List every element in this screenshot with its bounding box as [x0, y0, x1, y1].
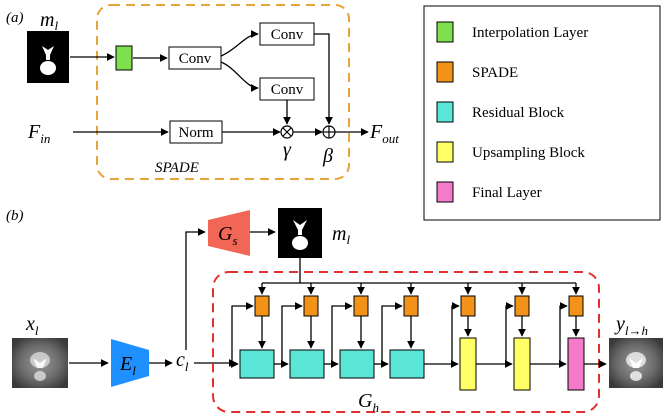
- legend-label-3: Residual Block: [472, 105, 565, 121]
- legend-swatch-4: [436, 141, 454, 163]
- mask-label-b: ml: [332, 223, 350, 247]
- conv-label-1: Conv: [179, 51, 212, 67]
- feature-tap-1: [231, 302, 254, 364]
- input-ct-image: [12, 338, 68, 388]
- gamma-label: γ: [283, 139, 292, 161]
- conv-block-1: [168, 46, 222, 70]
- feature-tap-6: [505, 302, 514, 364]
- spade-dashed-box: [96, 4, 350, 180]
- legend-box: [423, 5, 661, 221]
- generator-dashed-box: [212, 271, 600, 413]
- beta-label: β: [322, 145, 333, 167]
- mask-image-b: [278, 208, 322, 258]
- legend-label-2: SPADE: [472, 65, 518, 81]
- feature-tap-4: [381, 302, 403, 364]
- norm-label: Norm: [179, 125, 214, 141]
- panel-a-tag: (a): [6, 10, 24, 26]
- feature-tap-5: [451, 302, 460, 364]
- output-label-a: Fout: [369, 121, 399, 146]
- encoder-label: El: [119, 353, 136, 378]
- mask-label-a: ml: [40, 9, 58, 33]
- legend-label-1: Interpolation Layer: [472, 25, 588, 41]
- arrow-conv-to-conv-bottom: [220, 61, 259, 92]
- feature-tap-3: [331, 302, 353, 364]
- residual-block-4: [389, 349, 425, 379]
- spade-box-caption: SPADE: [155, 160, 199, 176]
- final-layer: [567, 337, 585, 391]
- add-node: [322, 125, 336, 139]
- spade-block-6: [514, 295, 530, 317]
- mask-image-a: [27, 31, 69, 83]
- arrow-beta-to-add: [314, 33, 333, 125]
- input-label-a: Fin: [27, 121, 50, 146]
- multiply-node: [280, 125, 294, 139]
- interpolation-layer-a: [115, 45, 133, 71]
- residual-block-3: [339, 349, 375, 379]
- arrow-conv-to-conv-top: [220, 30, 259, 57]
- seg-label: Gs: [218, 223, 238, 248]
- spade-block-5: [460, 295, 476, 317]
- code-label: cl: [176, 349, 189, 374]
- panel-b-tag: (b): [6, 208, 24, 224]
- segmentation-block: [208, 210, 250, 256]
- feature-tap-7: [559, 302, 568, 364]
- output-label-b: yl→h: [614, 313, 648, 338]
- spade-block-4: [403, 295, 419, 317]
- residual-block-1: [239, 349, 275, 379]
- output-ct-image: [609, 338, 663, 388]
- residual-block-2: [289, 349, 325, 379]
- gen-label: Gh: [358, 390, 379, 415]
- legend-label-4: Upsampling Block: [472, 145, 585, 161]
- arrow-code-to-seg: [185, 228, 206, 350]
- spade-block-2: [303, 295, 319, 317]
- encoder-block: [111, 339, 149, 387]
- legend-swatch-5: [436, 181, 454, 203]
- feature-tap-2: [281, 302, 303, 364]
- legend-swatch-2: [436, 61, 454, 83]
- legend-swatch-1: [436, 21, 454, 43]
- upsampling-block-2: [513, 337, 531, 391]
- spade-block-1: [254, 295, 270, 317]
- input-label-b: xl: [25, 313, 39, 338]
- upsampling-block-1: [459, 337, 477, 391]
- spade-block-3: [353, 295, 369, 317]
- legend-swatch-3: [436, 101, 454, 123]
- spade-block-7: [568, 295, 584, 317]
- conv-label-beta: Conv: [271, 27, 304, 43]
- legend-label-5: Final Layer: [472, 185, 542, 201]
- generator-internals: [230, 258, 607, 391]
- conv-label-gamma: Conv: [271, 82, 304, 98]
